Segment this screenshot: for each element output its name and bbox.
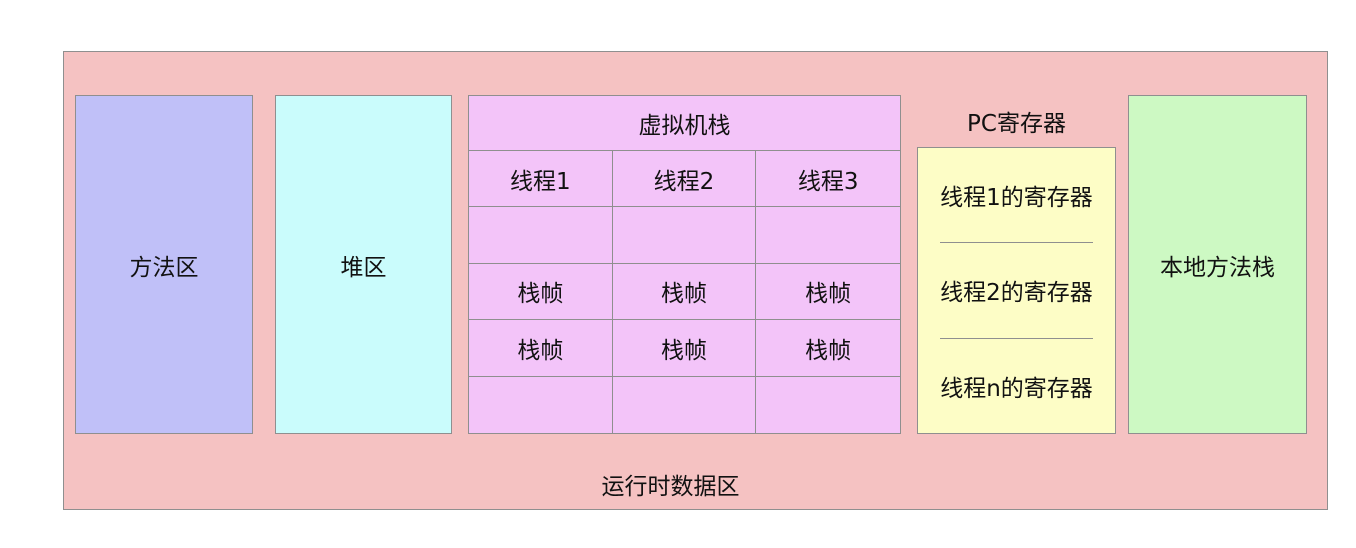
vm-stack-cell: 栈帧 <box>469 263 613 321</box>
vm-stack-cell <box>469 207 613 264</box>
vm-stack-cell: 栈帧 <box>612 320 757 377</box>
runtime-data-area-label: 运行时数据区 <box>601 474 740 500</box>
vm-stack-cell: 线程2 <box>612 151 757 208</box>
heap-label: 堆区 <box>340 254 387 281</box>
vm-stack-cell <box>613 376 757 433</box>
pc-register-box: 线程1的寄存器 线程2的寄存器 线程n的寄存器 <box>917 147 1116 434</box>
native-method-stack-label: 本地方法栈 <box>1160 254 1275 281</box>
vm-stack-title: 虚拟机栈 <box>469 96 900 151</box>
pc-register-title: PC寄存器 <box>967 111 1066 137</box>
heap-box: 堆区 <box>275 95 452 434</box>
vm-stack-cell: 栈帧 <box>756 264 900 321</box>
pc-register-item: 线程2的寄存器 <box>940 243 1093 339</box>
vm-stack-cell: 栈帧 <box>612 263 757 321</box>
vm-stack-cell <box>612 207 757 264</box>
vm-stack-cell <box>756 377 900 433</box>
native-method-stack-box: 本地方法栈 <box>1128 95 1307 434</box>
method-area-label: 方法区 <box>129 254 199 281</box>
pc-register-item: 线程n的寄存器 <box>940 375 1093 402</box>
vm-stack-cell: 栈帧 <box>756 320 900 377</box>
vm-stack-cell: 线程3 <box>756 151 900 208</box>
pc-register-item: 线程1的寄存器 <box>940 148 1093 244</box>
vm-stack-cell <box>756 207 900 264</box>
vm-stack-grid: 线程1 线程2 线程3 栈帧 栈帧 栈帧 栈帧 栈帧 栈帧 <box>469 151 900 433</box>
vm-stack-box: 虚拟机栈 线程1 线程2 线程3 栈帧 栈帧 栈帧 栈帧 栈帧 栈帧 <box>468 95 901 434</box>
method-area-box: 方法区 <box>75 95 253 434</box>
vm-stack-cell: 栈帧 <box>469 320 613 377</box>
vm-stack-cell <box>469 376 613 433</box>
vm-stack-cell: 线程1 <box>469 151 613 208</box>
